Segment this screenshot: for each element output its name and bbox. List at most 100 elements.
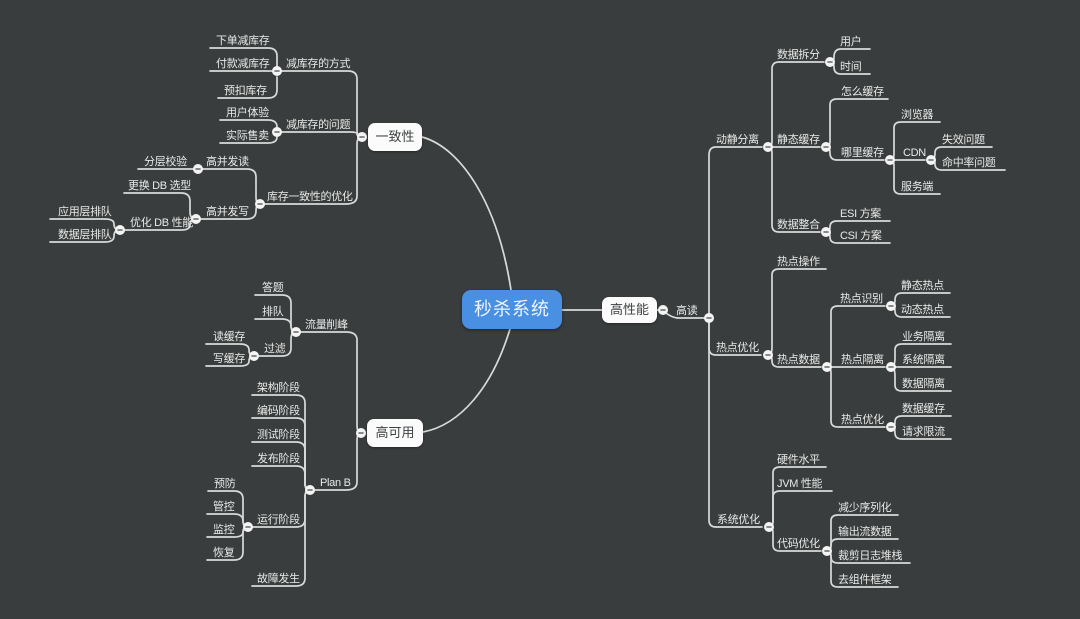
minus-circle-icon[interactable] (291, 327, 301, 337)
node-cdn[interactable]: CDN (903, 147, 926, 159)
node-system-isolation[interactable]: 系统隔离 (902, 354, 945, 366)
node-where-to-cache[interactable]: 哪里缓存 (841, 147, 884, 159)
minus-circle-icon[interactable] (822, 362, 832, 372)
minus-circle-icon[interactable] (886, 301, 896, 311)
node-deduct-on-payment[interactable]: 付款减库存 (216, 58, 270, 70)
minus-circle-icon[interactable] (764, 522, 774, 532)
minus-circle-icon[interactable] (821, 142, 831, 152)
node-change-db-selection[interactable]: 更换 DB 选型 (128, 180, 191, 192)
minus-circle-icon[interactable] (704, 313, 714, 323)
minus-circle-icon[interactable] (886, 422, 896, 432)
root-node-flash-sale-system[interactable]: 秒杀系统 (462, 290, 562, 329)
node-plan-b[interactable]: Plan B (320, 477, 351, 489)
node-hotspot-identification[interactable]: 热点识别 (840, 293, 883, 305)
minus-circle-icon[interactable] (822, 546, 832, 556)
node-app-layer-queueing[interactable]: 应用层排队 (58, 206, 112, 218)
node-failure-occurrence[interactable]: 故障发生 (257, 573, 300, 585)
node-code-optimization[interactable]: 代码优化 (777, 538, 820, 550)
minus-circle-icon[interactable] (272, 127, 282, 137)
minus-circle-icon[interactable] (255, 199, 265, 209)
node-data-cache[interactable]: 数据缓存 (902, 403, 945, 415)
node-stock-deduction-issues[interactable]: 减库存的问题 (286, 119, 351, 131)
minus-circle-icon[interactable] (763, 142, 773, 152)
minus-circle-icon[interactable] (926, 155, 936, 165)
node-trim-log-stack[interactable]: 裁剪日志堆栈 (838, 550, 903, 562)
node-csi-solution[interactable]: CSI 方案 (840, 230, 882, 242)
node-stock-deduction-methods[interactable]: 减库存的方式 (286, 58, 351, 70)
node-high-concurrency-write[interactable]: 高并发写 (206, 206, 249, 218)
minus-circle-icon[interactable] (356, 428, 366, 438)
node-static-hotspot[interactable]: 静态热点 (901, 280, 944, 292)
node-static-cache[interactable]: 静态缓存 (777, 134, 820, 146)
minus-circle-icon[interactable] (193, 164, 203, 174)
node-recovery[interactable]: 恢复 (213, 547, 235, 559)
node-prevention[interactable]: 预防 (214, 478, 236, 490)
node-invalidation-issue[interactable]: 失效问题 (942, 134, 985, 146)
minus-circle-icon[interactable] (885, 155, 895, 165)
node-remove-component-framework[interactable]: 去组件框架 (838, 574, 892, 586)
minus-circle-icon[interactable] (249, 351, 259, 361)
node-optimize-db-performance[interactable]: 优化 DB 性能 (130, 217, 193, 229)
node-esi-solution[interactable]: ESI 方案 (840, 208, 881, 220)
node-dynamic-hotspot[interactable]: 动态热点 (901, 304, 944, 316)
node-high-performance[interactable]: 高性能 (602, 297, 657, 323)
minus-circle-icon[interactable] (191, 214, 201, 224)
node-hotspot-data[interactable]: 热点数据 (777, 354, 820, 366)
node-output-stream-data[interactable]: 输出流数据 (838, 526, 892, 538)
minus-circle-icon[interactable] (305, 485, 315, 495)
node-consistency[interactable]: 一致性 (368, 123, 422, 151)
node-hotspot-isolation[interactable]: 热点隔离 (841, 354, 884, 366)
node-by-user[interactable]: 用户 (840, 36, 862, 48)
node-layered-validation[interactable]: 分层校验 (144, 156, 187, 168)
node-user-experience[interactable]: 用户体验 (226, 107, 269, 119)
node-architecture-phase[interactable]: 架构阶段 (257, 382, 300, 394)
node-release-phase[interactable]: 发布阶段 (257, 453, 300, 465)
node-high-availability[interactable]: 高可用 (367, 419, 423, 447)
minus-circle-icon[interactable] (886, 362, 896, 372)
node-hotspot-optimization[interactable]: 热点优化 (716, 342, 759, 354)
node-data-integration[interactable]: 数据整合 (777, 219, 820, 231)
node-jvm-performance[interactable]: JVM 性能 (777, 478, 823, 490)
node-write-cache[interactable]: 写缓存 (213, 353, 246, 365)
node-queueing[interactable]: 排队 (262, 306, 284, 318)
node-control[interactable]: 管控 (213, 501, 235, 513)
node-hotspot-operations[interactable]: 热点操作 (777, 256, 820, 268)
node-browser[interactable]: 浏览器 (901, 109, 934, 121)
minus-circle-icon[interactable] (243, 522, 253, 532)
node-answer-question[interactable]: 答题 (262, 282, 284, 294)
node-pre-deduct-stock[interactable]: 预扣库存 (224, 85, 267, 97)
node-data-layer-queueing[interactable]: 数据层排队 (58, 229, 112, 241)
minus-circle-icon[interactable] (825, 57, 835, 67)
node-hotspot-data-optimization[interactable]: 热点优化 (841, 414, 884, 426)
node-data-splitting[interactable]: 数据拆分 (777, 49, 820, 61)
node-filtering[interactable]: 过滤 (264, 343, 286, 355)
node-coding-phase[interactable]: 编码阶段 (257, 405, 300, 417)
node-by-time[interactable]: 时间 (840, 61, 862, 73)
node-how-to-cache[interactable]: 怎么缓存 (841, 86, 884, 98)
node-system-optimization[interactable]: 系统优化 (717, 514, 760, 526)
node-hardware-level[interactable]: 硬件水平 (777, 454, 820, 466)
node-testing-phase[interactable]: 测试阶段 (257, 429, 300, 441)
node-deduct-on-order[interactable]: 下单减库存 (216, 35, 270, 47)
minus-circle-icon[interactable] (357, 132, 367, 142)
node-server-side[interactable]: 服务端 (901, 181, 934, 193)
node-stock-consistency-optimization[interactable]: 库存一致性的优化 (267, 191, 353, 203)
node-monitoring[interactable]: 监控 (213, 524, 235, 536)
node-running-phase[interactable]: 运行阶段 (257, 514, 300, 526)
node-data-isolation[interactable]: 数据隔离 (902, 378, 945, 390)
minus-circle-icon[interactable] (658, 305, 668, 315)
node-read-cache[interactable]: 读缓存 (213, 331, 246, 343)
node-high-read[interactable]: 高读 (676, 305, 698, 317)
node-business-isolation[interactable]: 业务隔离 (902, 331, 945, 343)
minus-circle-icon[interactable] (272, 66, 282, 76)
minus-circle-icon[interactable] (763, 350, 773, 360)
minus-circle-icon[interactable] (115, 225, 125, 235)
node-traffic-peak-shaving[interactable]: 流量削峰 (305, 319, 348, 331)
node-hit-rate-issue[interactable]: 命中率问题 (942, 157, 996, 169)
node-reduce-serialization[interactable]: 减少序列化 (838, 502, 892, 514)
minus-circle-icon[interactable] (821, 227, 831, 237)
node-high-concurrency-read[interactable]: 高并发读 (206, 156, 249, 168)
node-dynamic-static-separation[interactable]: 动静分离 (716, 134, 759, 146)
node-request-rate-limiting[interactable]: 请求限流 (902, 426, 945, 438)
node-actual-sales[interactable]: 实际售卖 (226, 130, 269, 142)
